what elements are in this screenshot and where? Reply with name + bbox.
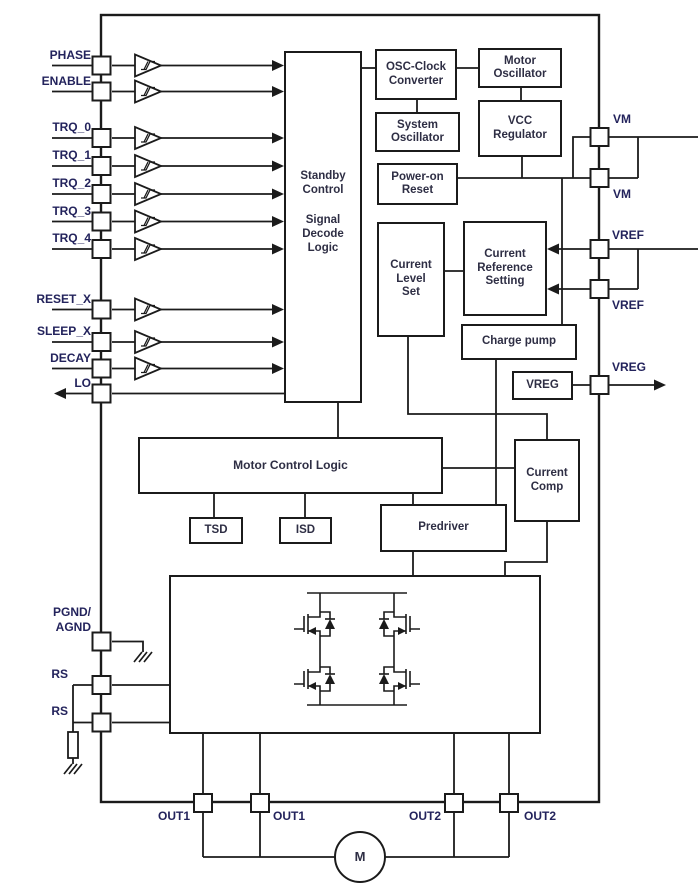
net-pgnd [112, 640, 144, 652]
vref2-arrow [547, 283, 559, 295]
pin-label-trq0: TRQ_0 [52, 120, 91, 134]
block-signal-decode-label: Signal Decode Logic [302, 214, 344, 254]
net-motor-right [385, 812, 510, 858]
pin-resetx [91, 299, 112, 320]
vreg-out-arrow [654, 379, 666, 391]
pin-label-vref1: VREF [612, 228, 645, 242]
block-system-oscillator: System Oscillator [375, 112, 460, 152]
pin-label-trq1: TRQ_1 [52, 148, 91, 162]
pin-label-vm1: VM [613, 112, 631, 126]
pin-sleepx [91, 332, 112, 352]
block-tsd: TSD [189, 517, 243, 544]
pin-out2b [499, 793, 519, 813]
pin-vreg [589, 375, 610, 395]
pin-label-resetx: RESET_X [36, 292, 91, 306]
pin-label-enable: ENABLE [41, 74, 91, 88]
pin-label-phase: PHASE [49, 48, 91, 62]
block-motor-control-logic: Motor Control Logic [138, 437, 443, 494]
net-vref-internal [559, 248, 591, 290]
pin-label-out2a: OUT2 [408, 809, 441, 823]
block-vcc-regulator: VCC Regulator [478, 100, 562, 157]
block-current-level-set: Current Level Set [377, 222, 445, 337]
block-standby-label: Standby Control [300, 170, 346, 196]
schmitt-buffer-icons [134, 53, 162, 381]
pin-label-vm2: VM [613, 187, 631, 201]
pin-label-decay: DECAY [50, 351, 91, 365]
pin-vm1 [589, 127, 610, 147]
net-vm-internal [458, 136, 591, 179]
chip-outline [99, 13, 601, 804]
pin-label-pgnd-agnd: PGND/ AGND [52, 605, 91, 634]
net-cls-currentcomp [407, 337, 548, 439]
h-bridge-block [169, 575, 541, 734]
net-vref-external [609, 248, 698, 290]
pin-label-out1a: OUT1 [157, 809, 190, 823]
pin-label-out1b: OUT1 [273, 809, 306, 823]
pin-label-vreg: VREG [612, 360, 647, 374]
pin-trq4 [91, 239, 112, 259]
pin-enable [91, 81, 112, 102]
pin-trq1 [91, 156, 112, 176]
pin-trq2 [91, 184, 112, 204]
net-motor-left [202, 812, 335, 858]
resistor-icon [67, 731, 79, 759]
pin-lo [91, 383, 112, 404]
pin-phase [91, 55, 112, 76]
pin-pgnd [91, 631, 112, 652]
pin-label-lo: LO [74, 376, 91, 390]
block-current-comp: Current Comp [514, 439, 580, 522]
pin-out1a [193, 793, 213, 813]
pin-out2a [444, 793, 464, 813]
block-charge-pump: Charge pump [461, 324, 577, 360]
pin-rs1 [91, 675, 112, 695]
pin-trq3 [91, 211, 112, 232]
vref1-arrow [547, 243, 559, 255]
block-standby-signal-decode [284, 51, 362, 403]
ground-icon [133, 651, 153, 663]
pin-out1b [250, 793, 270, 813]
motor-symbol [334, 831, 386, 883]
motor-label: M [354, 849, 366, 864]
ground-icon [63, 763, 83, 775]
pin-vref2 [589, 279, 610, 299]
pin-label-vref2: VREF [612, 298, 645, 312]
pin-label-trq3: TRQ_3 [52, 204, 91, 218]
pin-label-rs2: RS [51, 704, 68, 718]
pin-label-trq4: TRQ_4 [52, 231, 91, 245]
net-vm-external [609, 136, 698, 179]
lo-out-arrow [54, 388, 66, 399]
pin-label-trq2: TRQ_2 [52, 176, 91, 190]
block-power-on-reset: Power-on Reset [377, 163, 458, 205]
pin-decay [91, 358, 112, 379]
pin-rs2 [91, 712, 112, 733]
block-osc-clock-converter: OSC-Clock Converter [375, 49, 457, 100]
pin-label-out2b: OUT2 [524, 809, 557, 823]
block-motor-oscillator: Motor Oscillator [478, 48, 562, 88]
pin-vref1 [589, 239, 610, 259]
pin-label-sleepx: SLEEP_X [36, 324, 91, 338]
net-currentcomp-hbridge [504, 522, 548, 576]
block-predriver: Predriver [380, 504, 507, 552]
pin-label-rs1: RS [51, 667, 68, 681]
block-vreg: VREG [512, 371, 573, 400]
block-isd: ISD [279, 517, 332, 544]
pin-squares [91, 55, 610, 813]
pin-vm2 [589, 168, 610, 188]
pin-trq0 [91, 128, 112, 148]
block-current-reference-setting: Current Reference Setting [463, 221, 547, 316]
